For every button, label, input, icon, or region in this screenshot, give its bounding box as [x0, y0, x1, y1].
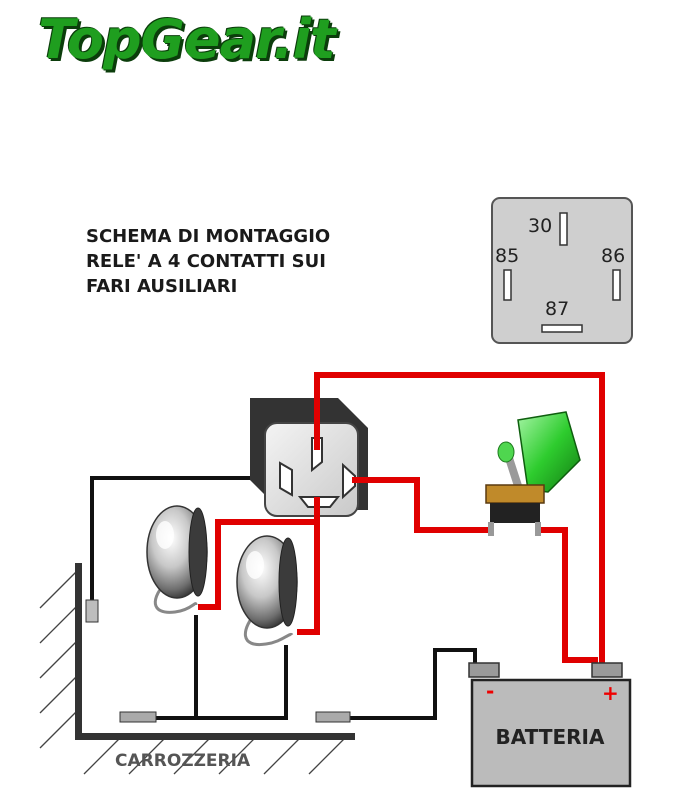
ground-label: CARROZZERIA [115, 751, 251, 771]
diagram-title: SCHEMA DI MONTAGGIO RELE' A 4 CONTATTI S… [86, 224, 330, 299]
relay-pinout-diagram: 30 85 86 87 [491, 197, 633, 344]
battery-positive-sign: + [602, 681, 619, 705]
chassis-horizontal [75, 733, 355, 740]
relay-pin-85 [279, 461, 293, 497]
switch-top-plate [485, 484, 545, 504]
title-line-3: FARI AUSILIARI [86, 276, 238, 297]
switch-base [490, 503, 540, 523]
pin-86-slot [612, 269, 621, 301]
lamp2-highlight [246, 551, 264, 579]
vertical-hatching [39, 569, 79, 749]
fog-lamp-1 [146, 505, 208, 614]
ground-lugs [85, 599, 351, 723]
relay-85-ground-wire [90, 476, 288, 607]
pin-86-label: 86 [601, 245, 625, 267]
horizontal-hatching [83, 737, 346, 775]
switch-terminal-2 [535, 522, 541, 536]
relay-87-to-lamp2-wire [297, 497, 320, 635]
battery: - + BATTERIA [468, 662, 632, 788]
pin-87-label: 87 [545, 298, 569, 320]
pin-85-slot [503, 269, 512, 301]
fog-lamp-2 [236, 535, 298, 647]
pin-85-label: 85 [495, 245, 519, 267]
relay-86-to-switch-wire [352, 477, 490, 533]
battery-negative-terminal [468, 662, 500, 678]
ground-lug-2 [315, 711, 351, 723]
switch-safety-cover [517, 411, 581, 493]
title-line-1: SCHEMA DI MONTAGGIO [86, 226, 331, 247]
chassis-bolt [85, 599, 99, 623]
title-line-2: RELE' A 4 CONTATTI SUI [86, 251, 326, 272]
relay-87-to-lamp1-wire [198, 519, 317, 610]
pin-87-slot [541, 324, 583, 333]
battery-body [470, 678, 632, 788]
switch-led-tip [497, 441, 515, 463]
battery-label: BATTERIA [496, 725, 605, 749]
lamp1-ground-wire [140, 615, 198, 720]
battery-negative-wire [330, 648, 477, 720]
pin-30-slot [559, 212, 568, 246]
ground-wires [90, 476, 477, 720]
toggle-switch [485, 411, 581, 536]
car-body-ground: CARROZZERIA [39, 563, 355, 775]
lamp1-bracket [153, 578, 198, 614]
battery-positive-terminal [591, 662, 623, 678]
ground-lug-1 [119, 711, 157, 723]
relay [250, 398, 368, 517]
lamp1-lens-rim [188, 507, 208, 597]
battery-negative-sign: - [486, 679, 494, 703]
battery-to-relay-30-wire [314, 372, 605, 668]
topgear-logo: TopGear.it [38, 8, 336, 71]
lamp2-ground-wire [196, 645, 288, 720]
chassis-vertical [75, 563, 82, 740]
relay-pin-86 [342, 462, 356, 500]
switch-to-battery-wire [538, 527, 598, 663]
relay-pinout-body [491, 197, 633, 344]
pin-30-label: 30 [528, 215, 552, 237]
lamp2-bracket [243, 608, 294, 647]
lamp1-highlight [156, 521, 174, 549]
lamp2-lens-rim [278, 537, 298, 627]
positive-wires [198, 372, 605, 668]
switch-terminal-1 [488, 522, 494, 536]
